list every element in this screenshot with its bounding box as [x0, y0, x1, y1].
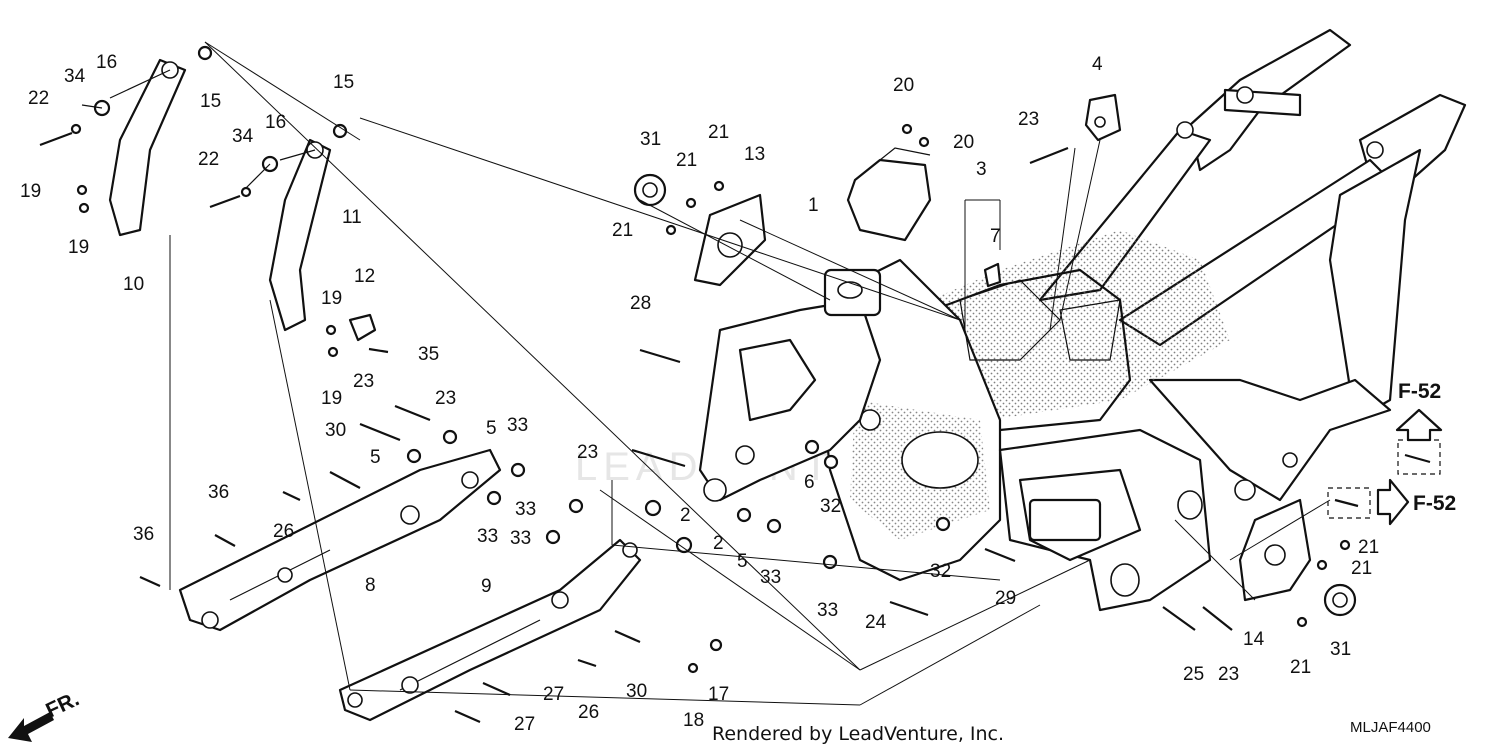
callout-33[interactable]: 33 [515, 499, 536, 520]
callout-33[interactable]: 33 [760, 567, 781, 588]
f52-reference-top[interactable]: F-52 [1395, 380, 1443, 475]
callout-33[interactable]: 33 [817, 600, 838, 621]
render-credit: Rendered by LeadVenture, Inc. [712, 723, 1004, 745]
callout-5[interactable]: 5 [370, 447, 381, 468]
callout-33[interactable]: 33 [477, 526, 498, 547]
callout-10[interactable]: 10 [123, 274, 144, 295]
callout-22[interactable]: 22 [28, 88, 49, 109]
callout-21[interactable]: 21 [1358, 537, 1379, 558]
callout-4[interactable]: 4 [1092, 54, 1103, 75]
callout-23[interactable]: 23 [577, 442, 598, 463]
main-frame [698, 28, 1467, 612]
callout-31[interactable]: 31 [1330, 639, 1351, 660]
f52-reference-right[interactable]: F-52 [1327, 478, 1456, 526]
callout-14[interactable]: 14 [1243, 629, 1265, 650]
callout-34[interactable]: 34 [232, 126, 254, 147]
callout-16[interactable]: 16 [96, 52, 117, 73]
callout-6[interactable]: 6 [804, 472, 815, 493]
callout-19[interactable]: 19 [321, 388, 342, 409]
callout-27[interactable]: 27 [514, 714, 535, 735]
callout-33[interactable]: 33 [510, 528, 531, 549]
callout-36[interactable]: 36 [133, 524, 154, 545]
callout-27[interactable]: 27 [543, 684, 564, 705]
callout-20[interactable]: 20 [893, 75, 914, 96]
leader-lines [81, 41, 1331, 706]
callout-23[interactable]: 23 [1018, 109, 1039, 130]
callout-26[interactable]: 26 [273, 521, 294, 542]
callout-3[interactable]: 3 [976, 159, 987, 180]
callout-29[interactable]: 29 [995, 588, 1016, 609]
callout-19[interactable]: 19 [321, 288, 342, 309]
callout-21[interactable]: 21 [1351, 558, 1372, 579]
callout-25[interactable]: 25 [1183, 664, 1204, 685]
callout-21[interactable]: 21 [612, 220, 633, 241]
f52-right-label: F-52 [1413, 492, 1456, 515]
callout-19[interactable]: 19 [20, 181, 41, 202]
callout-19[interactable]: 19 [68, 237, 89, 258]
callout-30[interactable]: 30 [325, 420, 346, 441]
callout-28[interactable]: 28 [630, 293, 651, 314]
callout-23[interactable]: 23 [353, 371, 374, 392]
callout-1[interactable]: 1 [808, 195, 819, 216]
callout-34[interactable]: 34 [64, 66, 86, 87]
callout-21[interactable]: 21 [1290, 657, 1311, 678]
callout-35[interactable]: 35 [418, 344, 439, 365]
callout-17[interactable]: 17 [708, 684, 729, 705]
callout-32[interactable]: 32 [820, 496, 841, 517]
callout-18[interactable]: 18 [683, 710, 704, 731]
callout-21[interactable]: 21 [676, 150, 697, 171]
callout-22[interactable]: 22 [198, 149, 219, 170]
callout-12[interactable]: 12 [354, 266, 375, 287]
callout-2[interactable]: 2 [680, 505, 691, 526]
callout-5[interactable]: 5 [737, 551, 748, 572]
callout-15[interactable]: 15 [333, 72, 354, 93]
callout-labels: 1 2 2 3 4 5 5 5 6 7 8 9 10 11 12 13 14 1… [20, 52, 1379, 735]
f52-top-label: F-52 [1398, 380, 1441, 403]
callout-8[interactable]: 8 [365, 575, 376, 596]
left-subframe-parts [108, 58, 1357, 722]
callout-33[interactable]: 33 [507, 415, 528, 436]
diagram-code: MLJAF4400 [1350, 719, 1431, 736]
callout-24[interactable]: 24 [865, 612, 887, 633]
callout-23[interactable]: 23 [435, 388, 456, 409]
callout-30[interactable]: 30 [626, 681, 647, 702]
callout-5[interactable]: 5 [486, 418, 497, 439]
callout-7[interactable]: 7 [990, 226, 1001, 247]
callout-31[interactable]: 31 [640, 129, 661, 150]
callout-36[interactable]: 36 [208, 482, 229, 503]
callout-13[interactable]: 13 [744, 144, 765, 165]
callout-32[interactable]: 32 [930, 561, 951, 582]
callout-15[interactable]: 15 [200, 91, 221, 112]
callout-9[interactable]: 9 [481, 576, 492, 597]
callout-11[interactable]: 11 [342, 207, 362, 228]
callout-26[interactable]: 26 [578, 702, 599, 723]
callout-23[interactable]: 23 [1218, 664, 1239, 685]
front-direction-indicator: FR. [8, 687, 83, 742]
callout-20[interactable]: 20 [953, 132, 974, 153]
callout-16[interactable]: 16 [265, 112, 286, 133]
callout-2[interactable]: 2 [713, 533, 724, 554]
callout-21[interactable]: 21 [708, 122, 729, 143]
